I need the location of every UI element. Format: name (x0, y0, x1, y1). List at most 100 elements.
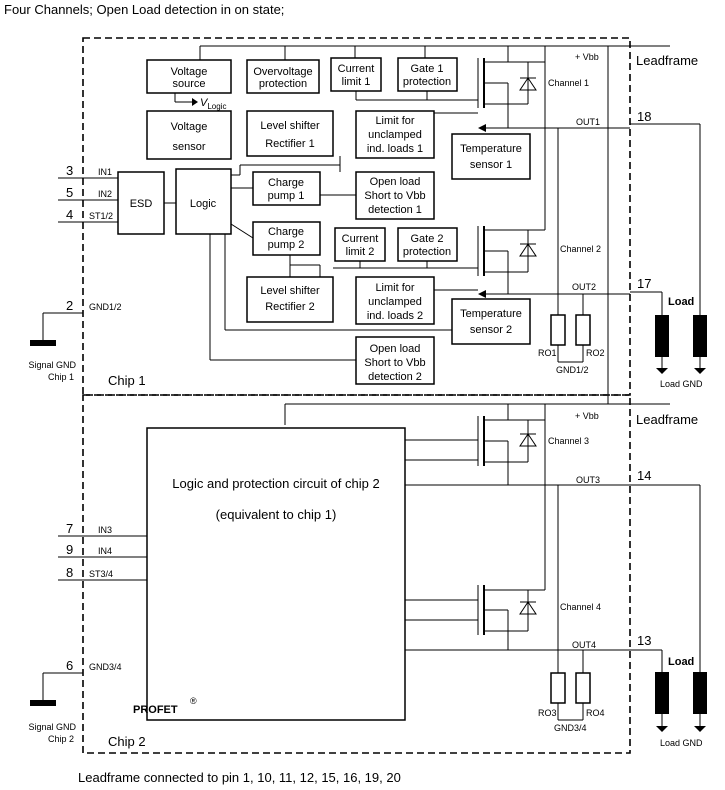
chip1-label: Chip 1 (108, 373, 146, 388)
svg-text:9: 9 (66, 542, 73, 557)
voltage-sensor-block: Voltage sensor (146, 110, 232, 160)
footer-note: Leadframe connected to pin 1, 10, 11, 12… (78, 770, 401, 785)
vbb-label-2: + Vbb (575, 411, 599, 421)
signal-gnd-chip-2: Chip 2 (48, 734, 74, 744)
esd-block: ESD (117, 171, 165, 235)
gate-protection-2-block: Gate 2 protection (397, 227, 458, 262)
svg-text:7: 7 (66, 521, 73, 536)
page-title: Four Channels; Open Load detection in on… (4, 2, 284, 17)
svg-text:Charge: Charge (268, 226, 304, 238)
svg-text:4: 4 (66, 207, 73, 222)
svg-text:Current: Current (342, 233, 379, 245)
current-limit-2-block: Current limit 2 (334, 227, 386, 262)
svg-text:protection: protection (403, 76, 451, 88)
svg-text:Short to Vbb: Short to Vbb (364, 190, 425, 202)
pin-st12: 4 ST1/2 (58, 207, 118, 223)
ro2-label: RO2 (586, 348, 605, 358)
svg-text:sensor: sensor (172, 141, 205, 153)
open-load-1-block: Open load Short to Vbb detection 1 (355, 171, 435, 220)
channel-3-label: Channel 3 (548, 436, 589, 446)
profet-registered-mark: ® (190, 696, 197, 706)
svg-text:Level shifter: Level shifter (260, 285, 320, 297)
gnd34-label: GND3/4 (554, 723, 587, 733)
svg-text:protection: protection (403, 246, 451, 258)
chip2-label: Chip 2 (108, 734, 146, 749)
svg-text:Limit for: Limit for (375, 282, 414, 294)
signal-gnd-symbol-2 (30, 700, 56, 706)
gate-protection-1-block: Gate 1 protection (397, 57, 458, 92)
load-1-symbol (655, 315, 669, 357)
resistor-ro3 (550, 672, 566, 704)
svg-text:sensor 1: sensor 1 (470, 159, 512, 171)
svg-text:5: 5 (66, 185, 73, 200)
svg-text:detection 2: detection 2 (368, 371, 422, 383)
out1-label: OUT1 18 (576, 109, 651, 127)
load-label-1: Load (668, 296, 694, 308)
channel-1-label: Channel 1 (548, 78, 589, 88)
mosfet-channel-1 (477, 46, 546, 230)
svg-text:protection: protection (259, 78, 307, 90)
svg-text:Open load: Open load (370, 343, 421, 355)
load-gnd-label-2: Load GND (660, 738, 703, 748)
svg-text:Open load: Open load (370, 176, 421, 188)
svg-text:6: 6 (66, 658, 73, 673)
svg-text:Logic: Logic (190, 198, 217, 210)
svg-text:14: 14 (637, 468, 651, 483)
svg-text:Temperature: Temperature (460, 308, 522, 320)
svg-text:ESD: ESD (130, 198, 153, 210)
vbb-label-1: + Vbb (575, 52, 599, 62)
mosfet-channel-4 (477, 585, 545, 650)
svg-text:sensor 2: sensor 2 (470, 324, 512, 336)
signal-gnd-symbol-1 (30, 340, 56, 346)
signal-gnd-label-1: Signal GND (28, 360, 76, 370)
leadframe-label-2: Leadframe (636, 412, 698, 427)
level-shifter-1-block: Level shifter Rectifier 1 (246, 110, 334, 157)
temperature-sensor-1-block: Temperature sensor 1 (451, 133, 531, 180)
svg-text:Charge: Charge (268, 177, 304, 189)
svg-text:18: 18 (637, 109, 651, 124)
svg-text:OUT3: OUT3 (576, 475, 600, 485)
resistor-ro1 (550, 314, 566, 346)
svg-text:Temperature: Temperature (460, 143, 522, 155)
open-load-2-block: Open load Short to Vbb detection 2 (355, 336, 435, 385)
pin-in4: 9 IN4 (58, 542, 147, 558)
svg-text:ind. loads 1: ind. loads 1 (367, 143, 423, 155)
svg-text:17: 17 (637, 276, 651, 291)
ro3-label: RO3 (538, 708, 557, 718)
profet-brand: PROFET (133, 704, 178, 716)
svg-text:source: source (172, 78, 205, 90)
svg-text:OUT1: OUT1 (576, 117, 600, 127)
leadframe-label-1: Leadframe (636, 53, 698, 68)
load-2-symbol (693, 315, 707, 357)
mosfet-channel-2 (477, 226, 545, 294)
limit-unclamped-2-block: Limit for unclamped ind. loads 2 (355, 276, 435, 325)
svg-text:13: 13 (637, 633, 651, 648)
charge-pump-2-block: Charge pump 2 (252, 221, 321, 256)
pin-st34: 8 ST3/4 (58, 565, 147, 581)
voltage-source-block: Voltage source (146, 59, 232, 94)
svg-text:Limit for: Limit for (375, 115, 414, 127)
svg-text:pump 2: pump 2 (268, 239, 305, 251)
current-limit-1-block: Current limit 1 (330, 57, 382, 92)
svg-text:IN3: IN3 (98, 525, 112, 535)
svg-text:Voltage: Voltage (171, 121, 208, 133)
vlogic-label: VLogic (200, 97, 226, 111)
svg-text:detection 1: detection 1 (368, 204, 422, 216)
svg-text:ind. loads 2: ind. loads 2 (367, 310, 423, 322)
ro4-label: RO4 (586, 708, 605, 718)
svg-text:unclamped: unclamped (368, 296, 422, 308)
temperature-sensor-2-block: Temperature sensor 2 (451, 298, 531, 345)
svg-text:Rectifier 1: Rectifier 1 (265, 138, 315, 150)
pin-in3: 7 IN3 (58, 521, 147, 537)
out3-label: OUT3 14 (576, 468, 651, 485)
charge-pump-1-block: Charge pump 1 (252, 171, 321, 206)
svg-text:Rectifier 2: Rectifier 2 (265, 301, 315, 313)
svg-text:Gate 1: Gate 1 (410, 63, 443, 75)
svg-text:(equivalent to chip 1): (equivalent to chip 1) (216, 507, 337, 522)
pin-in1: 3 IN1 (58, 163, 118, 179)
out4-label: OUT4 13 (572, 633, 651, 650)
mosfet-channel-3 (477, 404, 546, 590)
logic-block: Logic (175, 168, 232, 235)
load-3-symbol (655, 672, 669, 714)
